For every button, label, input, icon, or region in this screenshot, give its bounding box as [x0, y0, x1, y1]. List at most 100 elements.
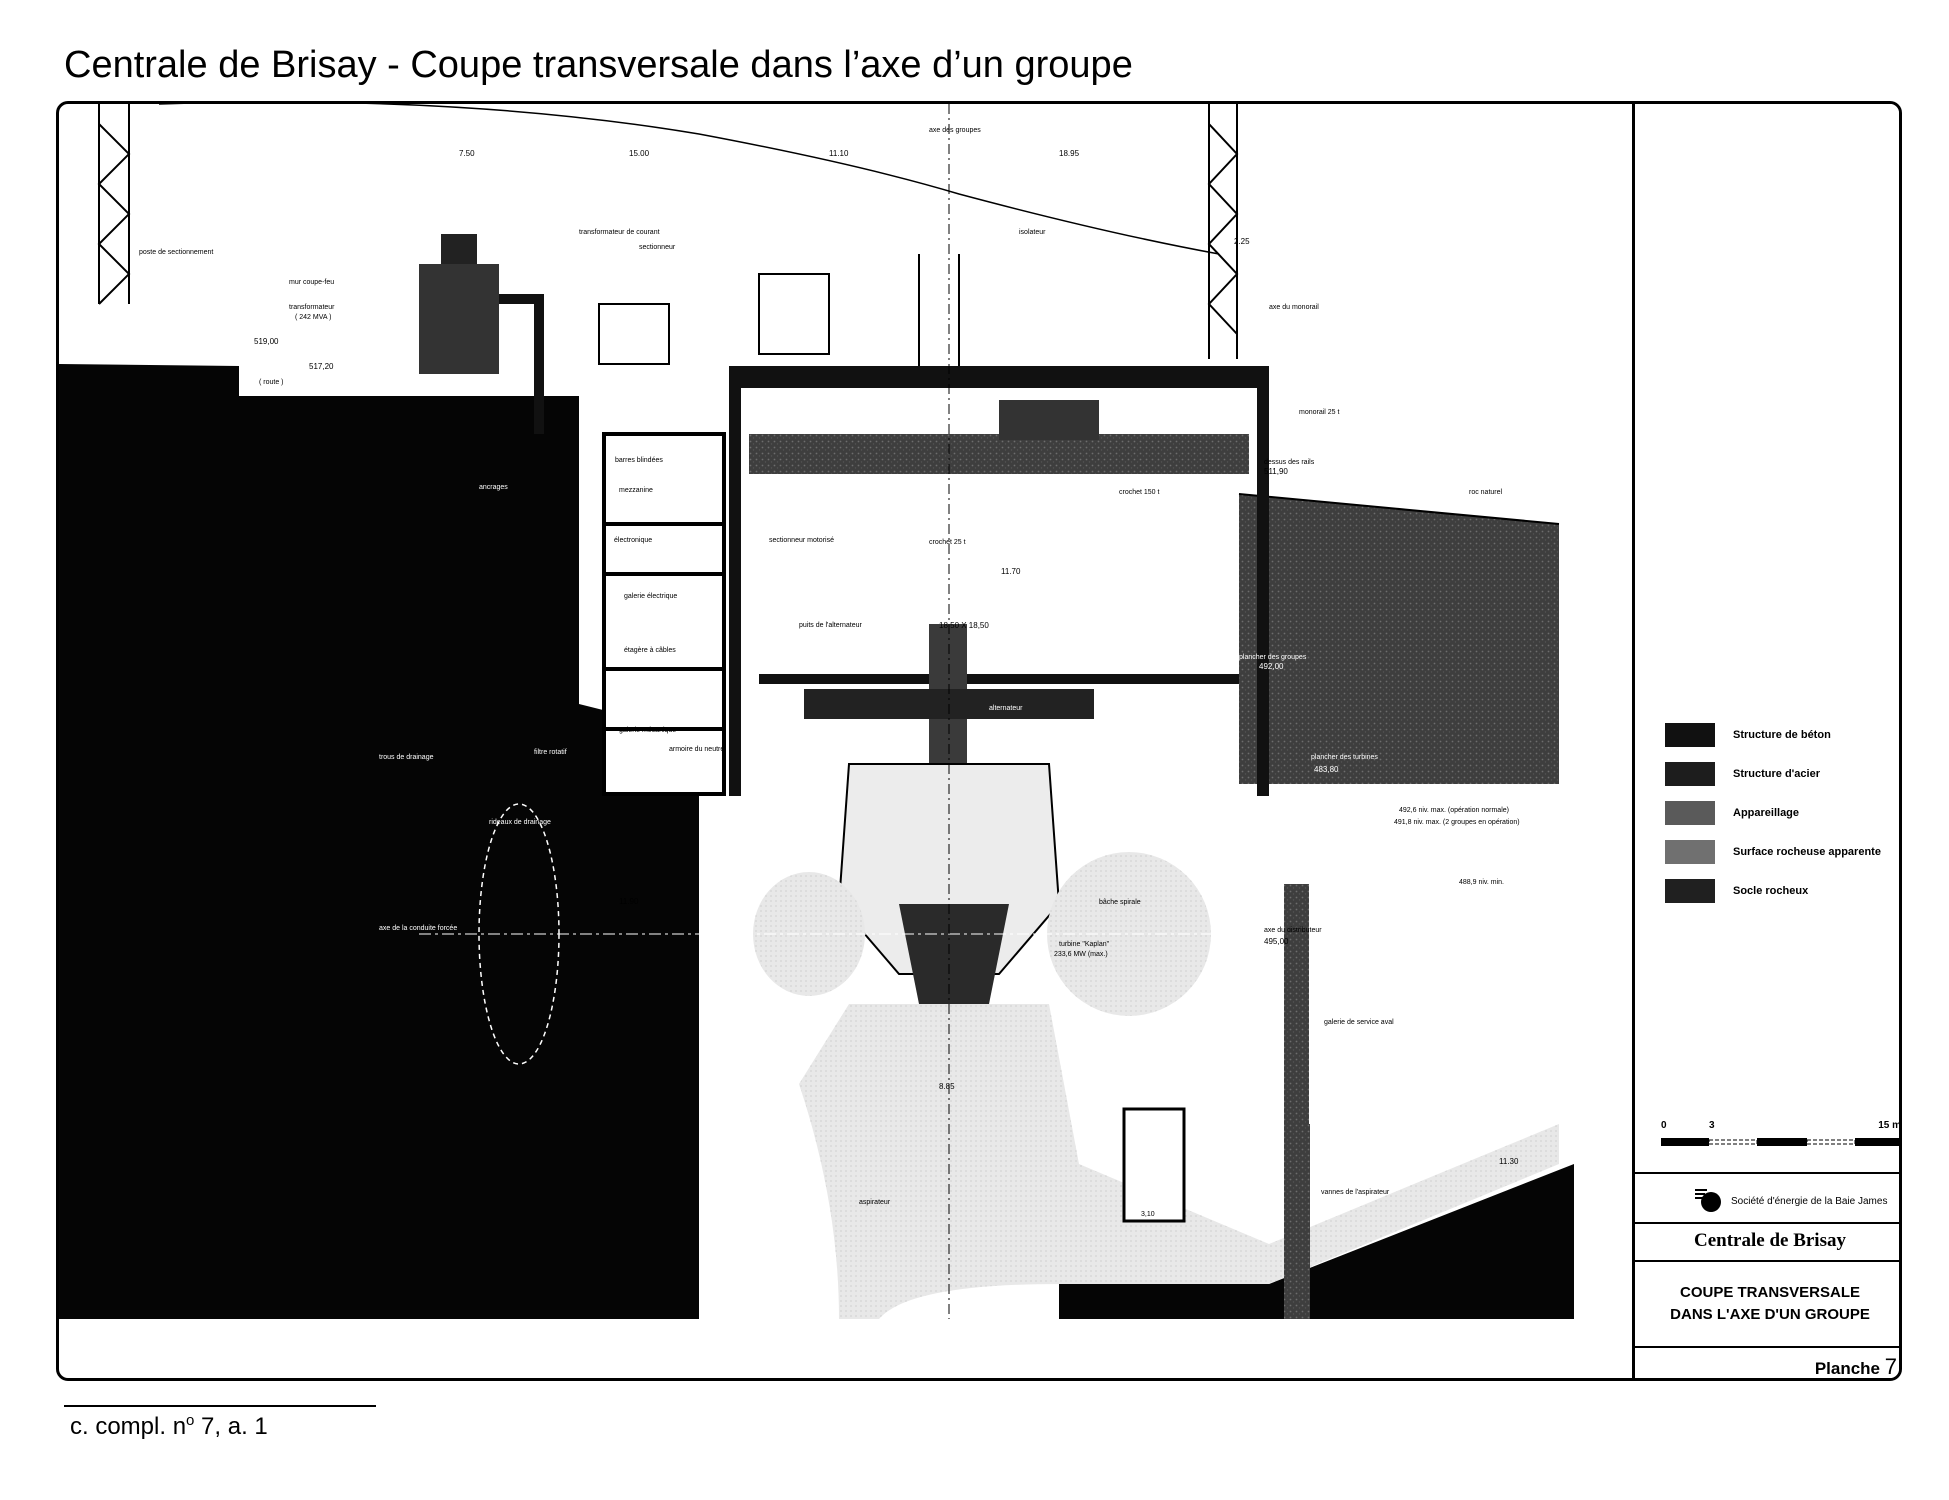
- sheet-number: Planche 7: [1814, 1354, 1897, 1379]
- tailwater-zone: [1309, 784, 1559, 1124]
- service-block: [602, 432, 726, 796]
- annotation-mezzanine: mezzanine: [619, 487, 653, 494]
- legend-label: Structure de béton: [1733, 729, 1831, 741]
- legend-swatch: [1665, 723, 1715, 747]
- scale-tick: 3: [1709, 1120, 1715, 1131]
- legend-item: Socle rocheux: [1665, 878, 1808, 904]
- annotation-barres-blindees: barres blindées: [615, 457, 663, 464]
- annotation-puits-alternateur: puits de l'alternateur: [799, 622, 862, 629]
- lattice-tower-right: [1207, 104, 1239, 359]
- section-title-line2: DANS L'AXE D'UN GROUPE: [1670, 1306, 1870, 1323]
- service-gallery: [1122, 1107, 1186, 1223]
- transformer-body: [419, 264, 499, 374]
- draft-tube: [799, 1004, 1559, 1319]
- company-label: Société d'énergie de la Baie James: [1731, 1195, 1888, 1207]
- dimension-label: 2.25: [1234, 237, 1250, 246]
- annotation-niveau-max: 492,6 niv. max. (opération normale): [1399, 807, 1509, 814]
- legend-label: Structure d'acier: [1733, 768, 1820, 780]
- legend-swatch: [1665, 879, 1715, 903]
- section-title: COUPE TRANSVERSALE DANS L'AXE D'UN GROUP…: [1635, 1282, 1899, 1326]
- scale-tick: 15 m: [1878, 1120, 1901, 1131]
- footnote-rule: [64, 1405, 376, 1407]
- legend-label: Appareillage: [1733, 807, 1800, 819]
- plant-name: Centrale de Brisay: [1694, 1230, 1846, 1251]
- sheet-label: Planche: [1814, 1359, 1881, 1378]
- annotation-filtre-rotatif: filtre rotatif: [534, 749, 567, 756]
- annotation-sectionneur: sectionneur: [639, 244, 676, 251]
- generator-floor: [759, 674, 1239, 684]
- turbine-runner: [899, 904, 1009, 1004]
- annotation-galerie-mecanique: galerie mécanique: [619, 727, 676, 734]
- sheet-value: 7: [1884, 1354, 1897, 1379]
- elevation-label: 495,00: [1264, 937, 1289, 946]
- annotation-roc-naturel: roc naturel: [1469, 489, 1503, 496]
- annotation-rideaux-drainage: rideaux de drainage: [489, 819, 551, 826]
- legend-item: Structure de béton: [1665, 722, 1831, 748]
- dimension-label: 15.00: [629, 149, 650, 158]
- scale-tick: 0: [1661, 1120, 1667, 1131]
- bedrock-bottom: [699, 1164, 1574, 1319]
- annotation-armoire-neutre: armoire du neutre: [669, 746, 724, 753]
- scale-bar: 0 3 15 m: [1661, 1120, 1901, 1160]
- crane-trolley: [999, 400, 1099, 440]
- annotation-plancher-turbines: plancher des turbines: [1311, 754, 1378, 761]
- annotation-sectionneur-motorise: sectionneur motorisé: [769, 537, 834, 544]
- lattice-tower-left: [97, 104, 131, 305]
- annotation-crochet-25: crochet 25 t: [929, 539, 966, 546]
- legend-panel: Structure de béton Structure d'acier App…: [1632, 104, 1901, 1379]
- annotation-mur-coupe-feu: mur coupe-feu: [289, 279, 334, 286]
- left-column: [729, 366, 741, 796]
- annotation-alternateur: alternateur: [989, 705, 1023, 712]
- dimension-label: 18,50 X 18,50: [939, 621, 989, 630]
- scale-graduation: [1661, 1138, 1899, 1146]
- title-block-divider: [1635, 1346, 1899, 1348]
- annotation-crochet-150: crochet 150 t: [1119, 489, 1160, 496]
- footnote: c. compl. no 7, a. 1: [70, 1412, 268, 1441]
- annotation-axe-groupes: axe des groupes: [929, 127, 981, 134]
- annotation-transformateur-rating: ( 242 MVA ): [295, 314, 331, 321]
- annotation-niveau-max2: 491,8 niv. max. (2 groupes en opération): [1394, 819, 1520, 826]
- title-block-divider: [1635, 1172, 1899, 1174]
- dimension-label: 11.90: [619, 897, 639, 906]
- annotation-axe-monorail: axe du monorail: [1269, 304, 1319, 311]
- annotation-axe-distributeur: axe du distributeur: [1264, 927, 1322, 934]
- footnote-suffix: 7, a. 1: [194, 1413, 268, 1440]
- annotation-galerie-aval: galerie de service aval: [1324, 1019, 1394, 1026]
- annotation-poste: poste de sectionnement: [139, 249, 213, 256]
- title-block-divider: [1635, 1222, 1899, 1224]
- legend-swatch: [1665, 762, 1715, 786]
- elevation-label: 483,80: [1314, 765, 1339, 774]
- bedrock-mass: [59, 364, 619, 1319]
- rock-edge: [1238, 493, 1560, 525]
- annotation-etagere-cables: étagère à câbles: [624, 647, 676, 654]
- company-logo-icon: [1695, 1189, 1721, 1212]
- annotation-fosse: 3,10: [1141, 1211, 1155, 1218]
- annotation-electronique: électronique: [614, 537, 652, 544]
- drawing-frame: 7.50 15.00 11.10 18.95 2.25 11.70 18,50 …: [56, 101, 1902, 1381]
- annotation-transformateur-courant: transformateur de courant: [579, 229, 660, 236]
- annotation-trous-drainage: trous de drainage: [379, 754, 434, 761]
- spiral-case-right: [1047, 852, 1211, 1016]
- annotation-vannes-aspirateur: vannes de l'aspirateur: [1321, 1189, 1390, 1196]
- annotation-galerie-electrique: galerie électrique: [624, 593, 677, 600]
- annotation-bache-spirale: bâche spirale: [1099, 899, 1141, 906]
- elevation-label: 492,00: [1259, 662, 1284, 671]
- spiral-case-left: [753, 872, 865, 996]
- bedrock-right: [619, 784, 699, 1319]
- footnote-prefix: c. compl. n: [70, 1413, 187, 1440]
- annotation-isolateur: isolateur: [1019, 229, 1046, 236]
- company-name: Société d'énergie de la Baie James: [1693, 1186, 1887, 1216]
- section-title-line1: COUPE TRANSVERSALE: [1679, 1284, 1861, 1301]
- overhead-cable: [159, 104, 1220, 255]
- page-title: Centrale de Brisay - Coupe transversale …: [64, 44, 1133, 86]
- annotation-dessus-rails: dessus des rails: [1264, 459, 1315, 466]
- dimension-label: 11.10: [829, 149, 849, 158]
- legend-swatch: [1665, 840, 1715, 864]
- legend-item: Appareillage: [1665, 800, 1799, 826]
- elevation-label: 517,20: [309, 362, 334, 371]
- annotation-plancher-groupes: plancher des groupes: [1239, 654, 1307, 661]
- title-block-divider: [1635, 1260, 1899, 1262]
- roof-slab: [729, 366, 1269, 388]
- legend-swatch: [1665, 801, 1715, 825]
- elevation-label: 519,00: [254, 337, 279, 346]
